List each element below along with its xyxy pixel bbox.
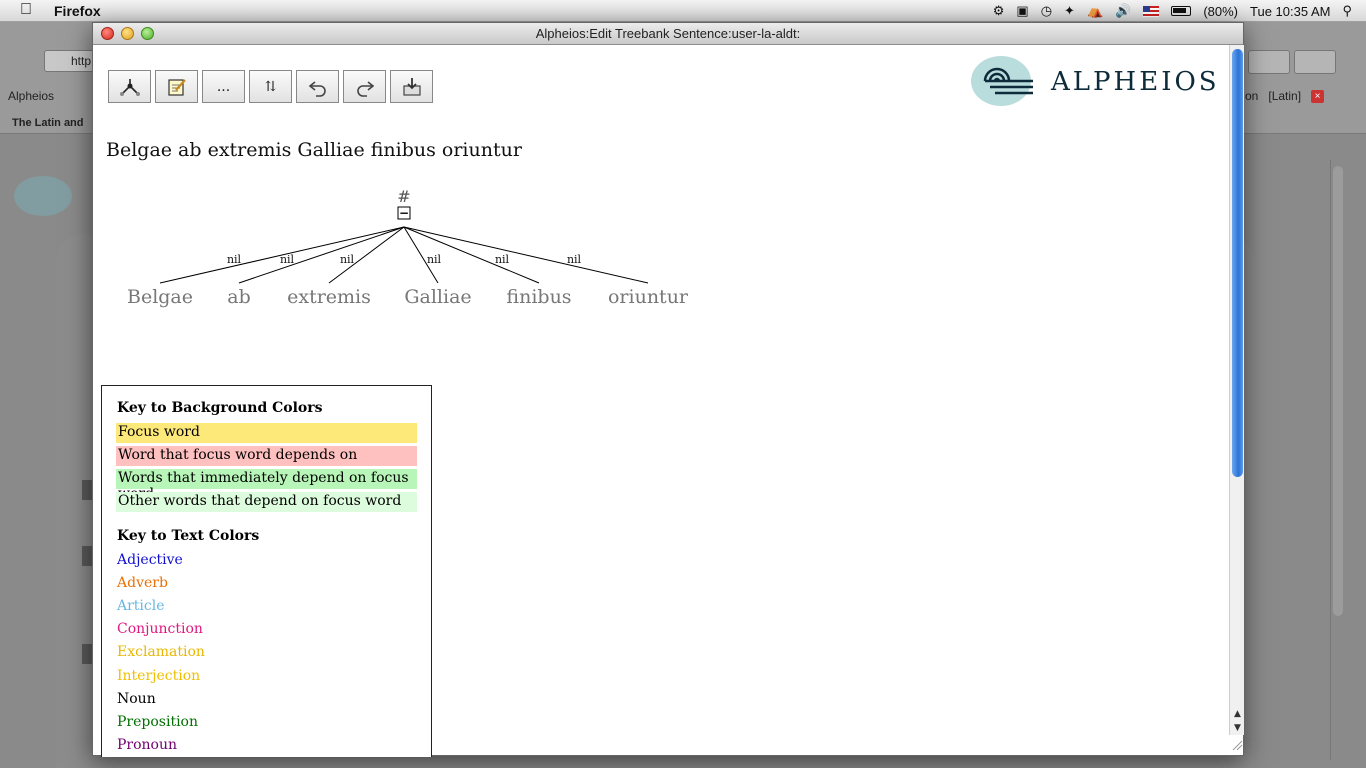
background-section-bar xyxy=(82,644,92,664)
menu-clock[interactable]: Tue 10:35 AM xyxy=(1250,3,1331,19)
key-article: Article xyxy=(117,598,165,614)
alpheios-brand: ALPHEIOS xyxy=(971,55,1221,107)
editor-content: ... ⇅ xyxy=(93,45,1229,757)
background-bookmark-right: on [Latin] × xyxy=(1245,89,1325,103)
dependency-arc xyxy=(328,226,405,284)
undo-icon xyxy=(308,80,326,97)
relation-label: nil xyxy=(495,253,510,266)
window-minimize-button[interactable] xyxy=(121,27,134,40)
collapse-toggle-button[interactable] xyxy=(397,206,411,220)
tree-word-finibus[interactable]: finibus xyxy=(506,286,571,308)
key-adjective: Adjective xyxy=(117,552,183,568)
key-pronoun: Pronoun xyxy=(117,737,178,753)
key-preposition: Preposition xyxy=(117,714,198,730)
key-interjection: Interjection xyxy=(117,668,201,684)
background-section-bar xyxy=(82,480,92,500)
tree-icon xyxy=(119,78,140,96)
tree-word-ab[interactable]: ab xyxy=(227,286,251,308)
background-bookmark-on[interactable]: on xyxy=(1245,89,1259,103)
background-toolbar-buttons xyxy=(1244,50,1354,74)
bookmark-star-button[interactable] xyxy=(1248,50,1290,74)
save-button[interactable] xyxy=(390,70,433,103)
undo-button[interactable] xyxy=(296,70,339,103)
dependency-arc xyxy=(403,226,439,284)
treebank-editor-window: Alpheios:Edit Treebank Sentence:user-la-… xyxy=(92,22,1244,757)
apple-menu-icon[interactable]:  xyxy=(20,1,32,19)
split-tree-button[interactable] xyxy=(108,70,151,103)
edit-button[interactable] xyxy=(155,70,198,103)
key-conjunction: Conjunction xyxy=(117,621,203,637)
key-head-word: Word that focus word depends on xyxy=(116,446,417,466)
sync-icon[interactable]: ⚙ xyxy=(992,3,1005,18)
background-bookmark-alpheios[interactable]: Alpheios xyxy=(8,89,55,103)
key-exclamation: Exclamation xyxy=(117,644,205,660)
brand-name: ALPHEIOS xyxy=(1051,67,1220,97)
bluetooth-icon[interactable]: ✦ xyxy=(1064,3,1075,18)
addon-button[interactable] xyxy=(1294,50,1336,74)
window-title: Alpheios:Edit Treebank Sentence:user-la-… xyxy=(535,26,801,41)
sentence-text: Belgae ab extremis Galliae finibus oriun… xyxy=(106,139,522,161)
relation-label: nil xyxy=(227,253,242,266)
key-immediate-dependents: Words that immediately depend on focus w… xyxy=(116,469,417,502)
battery-percent: (80%) xyxy=(1203,3,1238,19)
background-logo-icon xyxy=(14,176,72,216)
alpheios-logo-icon xyxy=(971,56,1033,106)
scroll-down-arrow-icon[interactable]: ▼ xyxy=(1234,723,1241,733)
key-adverb: Adverb xyxy=(117,575,168,591)
save-download-icon xyxy=(402,77,421,96)
key-other-dependents: Other words that depend on focus word xyxy=(116,492,417,512)
spotlight-icon[interactable]: ⚲ xyxy=(1342,3,1352,18)
menu-extras: ⚙ ▣ ◷ ✦ ⛺ 🔊 (80%) Tue 10:35 AM ⚲ xyxy=(993,0,1352,22)
tree-word-belgae[interactable]: Belgae xyxy=(127,286,193,308)
window-close-button[interactable] xyxy=(101,27,114,40)
key-noun: Noun xyxy=(117,691,156,707)
dependency-arc xyxy=(403,226,649,284)
redo-icon xyxy=(356,80,374,97)
editor-scroll-thumb[interactable] xyxy=(1232,49,1243,477)
background-bookmark-latin[interactable]: [Latin] xyxy=(1268,89,1302,103)
resize-grip-icon[interactable] xyxy=(1231,739,1243,751)
editor-toolbar: ... ⇅ xyxy=(108,70,433,103)
relation-label: nil xyxy=(427,253,442,266)
notepad-pencil-icon xyxy=(167,78,186,96)
key-focus-word: Focus word xyxy=(116,423,417,443)
color-key-panel: Key to Background Colors Focus word Word… xyxy=(101,385,432,757)
background-scroll-thumb[interactable] xyxy=(1333,166,1343,616)
app-menu-firefox[interactable]: Firefox xyxy=(54,3,101,19)
text-colors-heading: Key to Text Colors xyxy=(117,528,260,544)
window-zoom-button[interactable] xyxy=(141,27,154,40)
camera-icon[interactable]: ▣ xyxy=(1016,3,1029,18)
relation-label: nil xyxy=(340,253,355,266)
relation-label: nil xyxy=(280,253,295,266)
redo-button[interactable] xyxy=(343,70,386,103)
time-machine-icon[interactable]: ◷ xyxy=(1040,3,1053,18)
background-tab[interactable]: The Latin and xyxy=(12,117,84,129)
tree-word-galliae[interactable]: Galliae xyxy=(404,286,471,308)
battery-icon[interactable] xyxy=(1171,6,1192,16)
background-scrollbar[interactable] xyxy=(1330,160,1344,760)
close-icon[interactable]: × xyxy=(1311,89,1325,103)
dependency-arc xyxy=(159,226,405,284)
scroll-up-arrow-icon[interactable]: ▲ xyxy=(1234,709,1241,719)
input-source-flag-icon[interactable] xyxy=(1143,5,1160,17)
tree-root-label: # xyxy=(397,187,410,206)
dependency-arc xyxy=(403,226,540,284)
menu-bar:  Firefox ⚙ ▣ ◷ ✦ ⛺ 🔊 (80%) Tue 10:35 AM… xyxy=(0,0,1366,22)
editor-scrollbar[interactable]: ▲ ▼ xyxy=(1229,45,1244,735)
tree-word-extremis[interactable]: extremis xyxy=(287,286,371,308)
dependency-arc xyxy=(238,226,405,284)
window-titlebar[interactable]: Alpheios:Edit Treebank Sentence:user-la-… xyxy=(93,23,1243,45)
collapse-minus-icon: − xyxy=(399,206,409,220)
more-options-button[interactable]: ... xyxy=(202,70,245,103)
background-section-bar xyxy=(82,546,92,566)
relation-label: nil xyxy=(567,253,582,266)
wifi-icon[interactable]: ⛺ xyxy=(1086,3,1104,18)
volume-icon[interactable]: 🔊 xyxy=(1115,3,1132,18)
tree-word-oriuntur[interactable]: oriuntur xyxy=(608,286,689,308)
background-colors-heading: Key to Background Colors xyxy=(117,400,323,416)
background-url-field[interactable]: http xyxy=(44,50,94,72)
sort-button[interactable]: ⇅ xyxy=(249,70,292,103)
